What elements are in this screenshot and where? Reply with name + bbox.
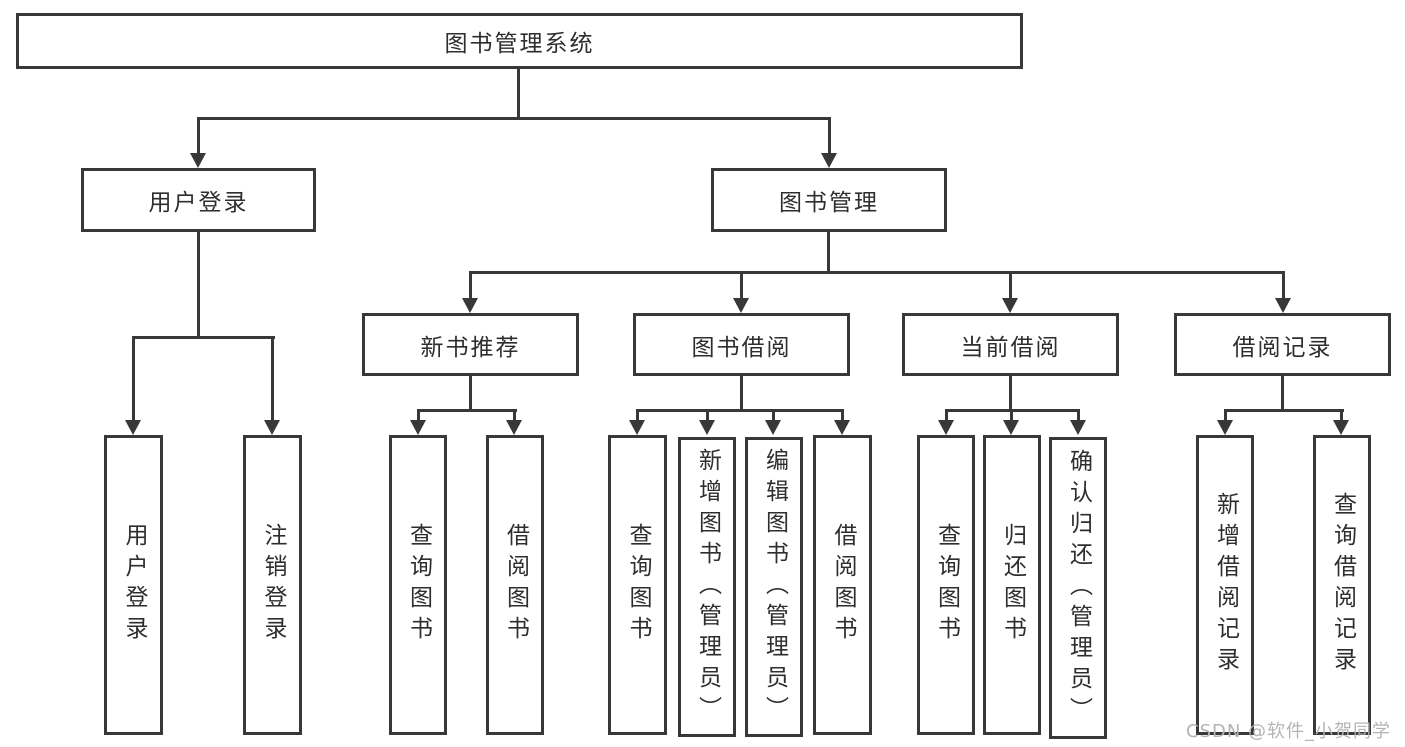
watermark: CSDN @软件_小贺同学 (1186, 721, 1392, 742)
connector-line (827, 232, 830, 273)
connector-line (1009, 271, 1012, 301)
arrow-down-icon (834, 420, 850, 435)
arrow-down-icon (1217, 420, 1233, 435)
arrow-down-icon (765, 420, 781, 435)
node-user-login-leaf: 用户登录 (104, 435, 163, 735)
connector-line (1009, 376, 1012, 411)
connector-line (828, 117, 831, 157)
connector-line (197, 117, 200, 157)
arrow-down-icon (699, 420, 715, 435)
connector-line (517, 69, 520, 118)
node-query-books-current: 查询图书 (917, 435, 975, 735)
arrow-down-icon (1333, 420, 1349, 435)
node-new-book-recommend: 新书推荐 (362, 313, 579, 376)
node-library-management-system: 图书管理系统 (16, 13, 1023, 69)
connector-line (132, 336, 275, 339)
connector-line (197, 117, 831, 120)
connector-line (1077, 409, 1080, 423)
node-book-management: 图书管理 (711, 168, 947, 232)
connector-line (271, 336, 274, 422)
connector-line (740, 376, 743, 411)
arrow-down-icon (938, 420, 954, 435)
arrow-down-icon (190, 153, 206, 168)
node-user-login: 用户登录 (81, 168, 316, 232)
arrow-down-icon (1070, 420, 1086, 435)
connector-line (469, 271, 1285, 274)
connector-line (197, 232, 200, 338)
arrow-down-icon (733, 298, 749, 313)
arrow-down-icon (629, 420, 645, 435)
arrow-down-icon (462, 298, 478, 313)
connector-line (740, 271, 743, 301)
connector-line (706, 409, 709, 423)
connector-line (469, 376, 472, 411)
node-borrow-books-leaf: 借阅图书 (813, 435, 872, 735)
node-confirm-return-admin: 确认归还（管理员） (1049, 437, 1107, 739)
connector-line (1281, 376, 1284, 411)
node-return-books: 归还图书 (983, 435, 1041, 735)
arrow-down-icon (1002, 298, 1018, 313)
connector-line (636, 409, 844, 412)
connector-line (1340, 409, 1343, 423)
connector-line (945, 409, 948, 423)
arrow-down-icon (506, 420, 522, 435)
arrow-down-icon (125, 420, 141, 435)
arrow-down-icon (410, 420, 426, 435)
connector-line (1282, 271, 1285, 301)
node-add-borrow-record: 新增借阅记录 (1196, 435, 1254, 735)
node-query-books-recommend: 查询图书 (389, 435, 447, 735)
arrow-down-icon (264, 420, 280, 435)
connector-line (417, 409, 420, 423)
connector-line (1010, 409, 1013, 423)
node-query-books-borrowing: 查询图书 (608, 435, 667, 735)
connector-line (772, 409, 775, 423)
arrow-down-icon (821, 153, 837, 168)
connector-line (513, 409, 516, 423)
connector-line (636, 409, 639, 423)
node-current-borrowing: 当前借阅 (902, 313, 1119, 376)
arrow-down-icon (1275, 298, 1291, 313)
connector-line (841, 409, 844, 423)
node-edit-books-admin: 编辑图书（管理员） (745, 437, 803, 737)
node-book-borrowing: 图书借阅 (633, 313, 850, 376)
node-query-borrow-record: 查询借阅记录 (1313, 435, 1371, 735)
node-logout: 注销登录 (243, 435, 302, 735)
connector-line (1224, 409, 1227, 423)
node-borrow-books-recommend: 借阅图书 (486, 435, 544, 735)
connector-line (417, 409, 517, 412)
node-borrowing-records: 借阅记录 (1174, 313, 1391, 376)
node-add-books-admin: 新增图书（管理员） (678, 437, 736, 737)
connector-line (469, 271, 472, 301)
connector-line (1224, 409, 1344, 412)
connector-line (132, 336, 135, 422)
arrow-down-icon (1003, 420, 1019, 435)
